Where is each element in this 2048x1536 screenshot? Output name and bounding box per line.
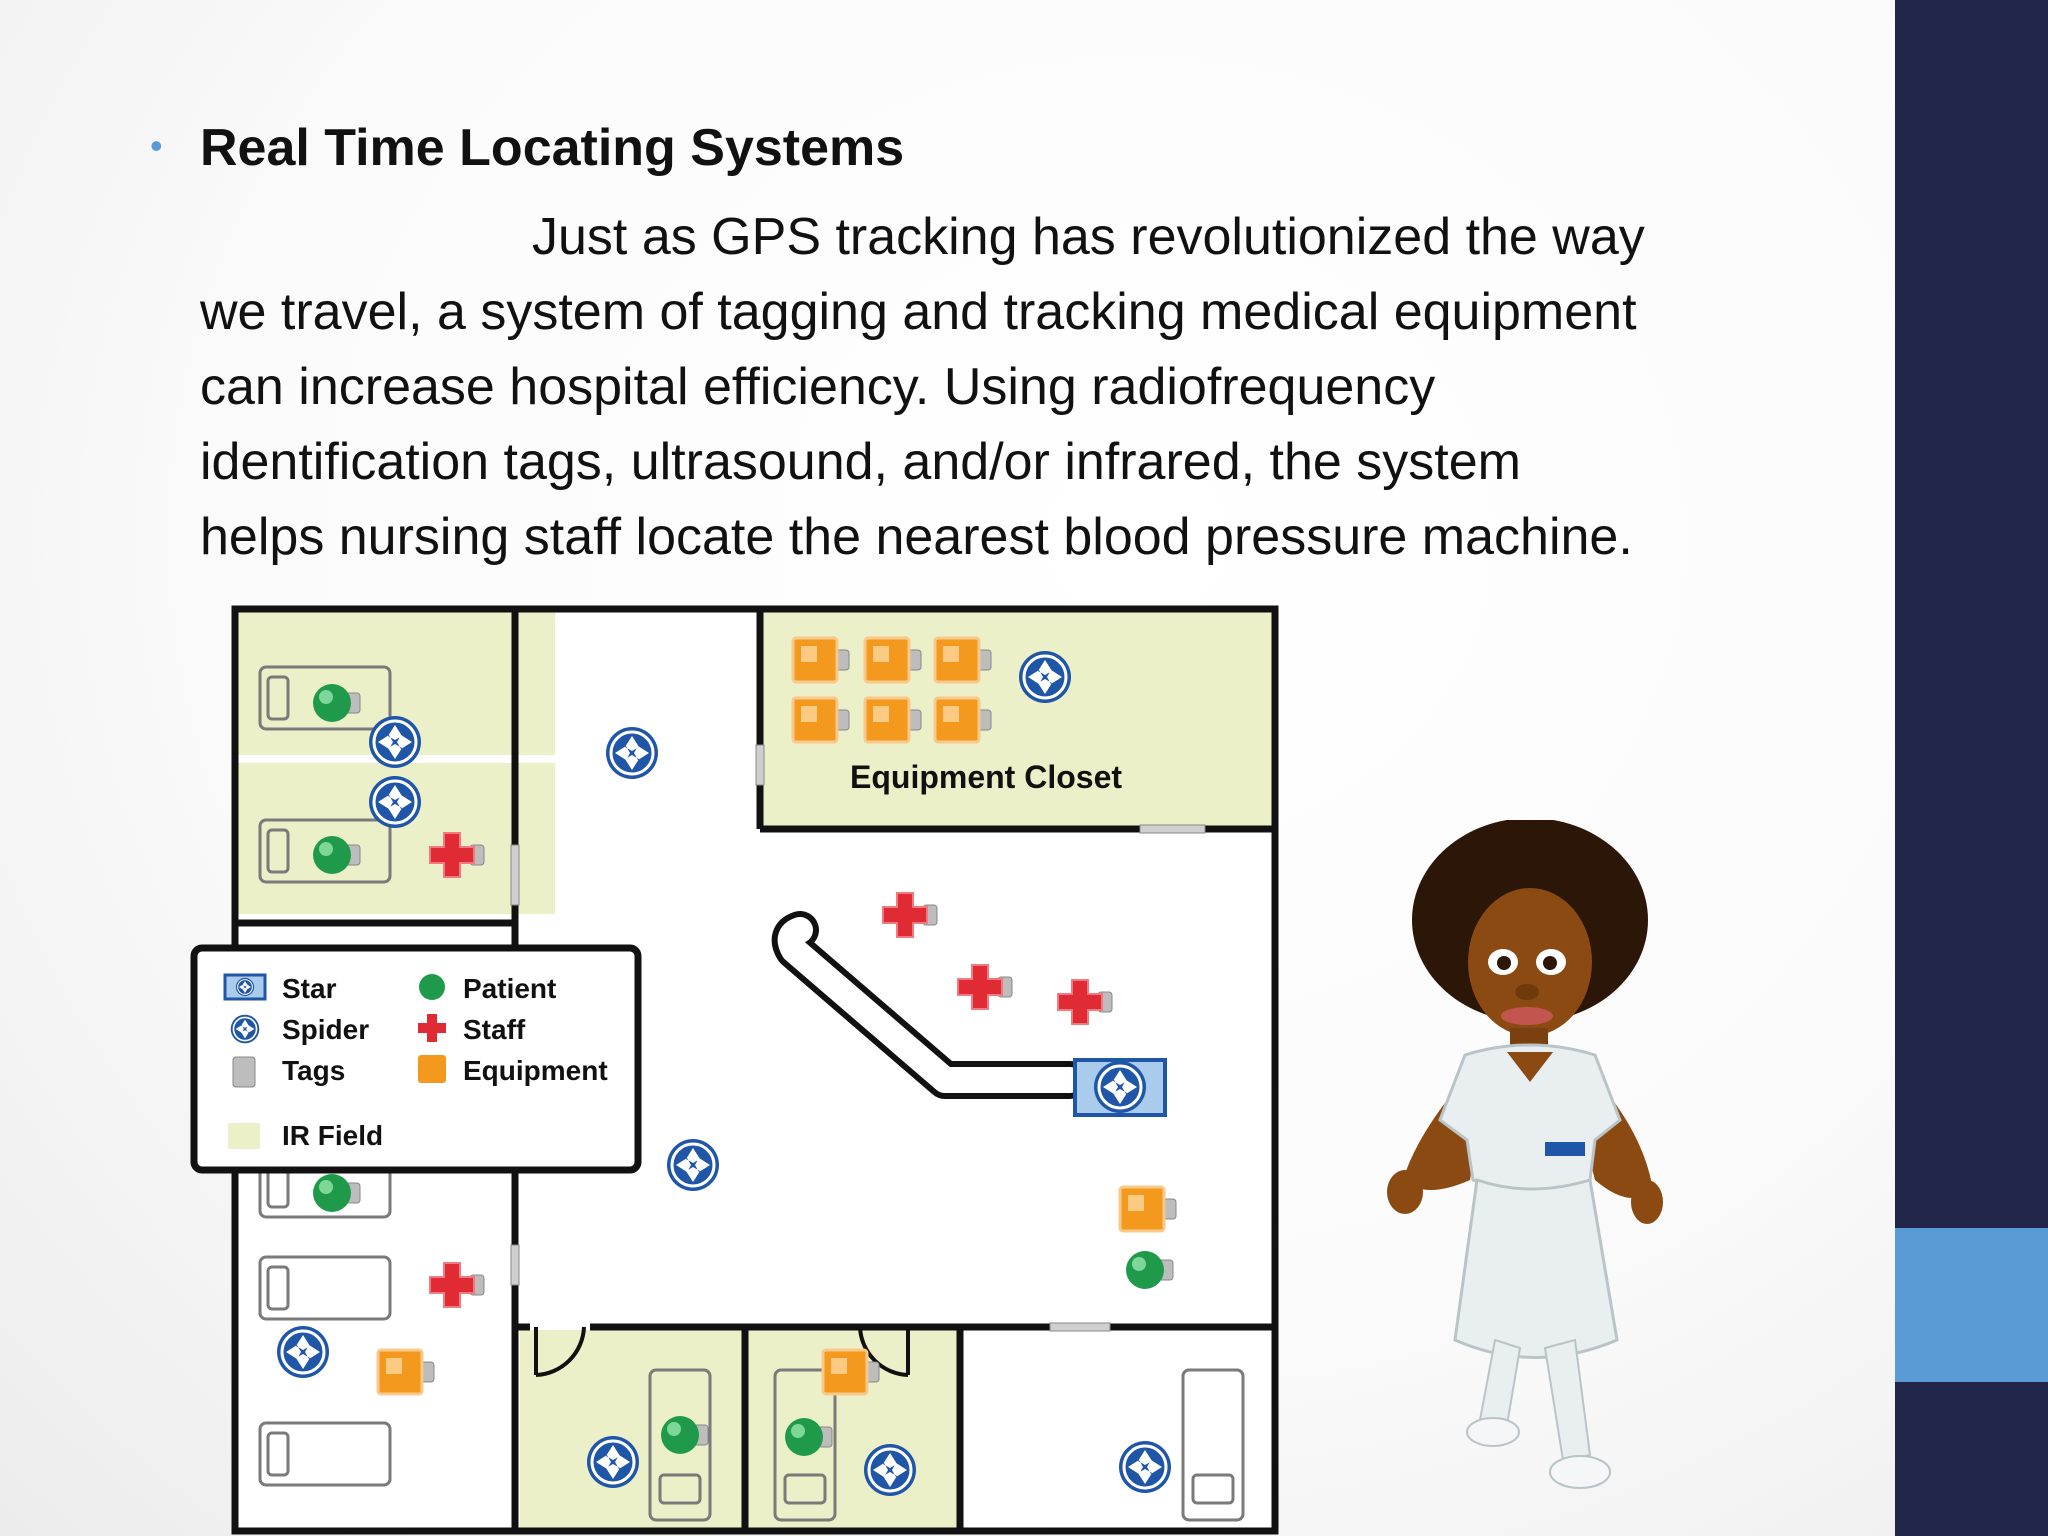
- paragraph-line: helps nursing staff locate the nearest b…: [200, 508, 1633, 566]
- paragraph-line: Just as GPS tracking has revolutionized …: [532, 208, 1645, 266]
- slide-paragraph: Just as GPS tracking has revolutionized …: [200, 200, 1800, 575]
- nurse-cartoon-icon: [1385, 818, 1675, 1520]
- paragraph-line: identification tags, ultrasound, and/or …: [200, 433, 1521, 491]
- slide-heading: Real Time Locating Systems: [200, 119, 905, 177]
- paragraph-line: we travel, a system of tagging and track…: [200, 283, 1637, 341]
- legend-equipment-label: Equipment: [463, 1055, 608, 1086]
- legend-spider-label: Spider: [282, 1014, 369, 1045]
- rtls-floorplan-diagram: Equipment Closet Star Spider Tags IR Fie…: [190, 605, 1300, 1536]
- legend-tags-label: Tags: [282, 1055, 345, 1086]
- legend-staff-label: Staff: [463, 1014, 526, 1045]
- legend-ir-field-label: IR Field: [282, 1120, 383, 1151]
- legend-star-label: Star: [282, 973, 337, 1004]
- equipment-closet-label: Equipment Closet: [850, 759, 1122, 795]
- slide-sidebar-accent: [1895, 1228, 2048, 1382]
- bullet-dot: •: [150, 125, 163, 166]
- legend-patient-label: Patient: [463, 973, 556, 1004]
- paragraph-line: can increase hospital efficiency. Using …: [200, 358, 1436, 416]
